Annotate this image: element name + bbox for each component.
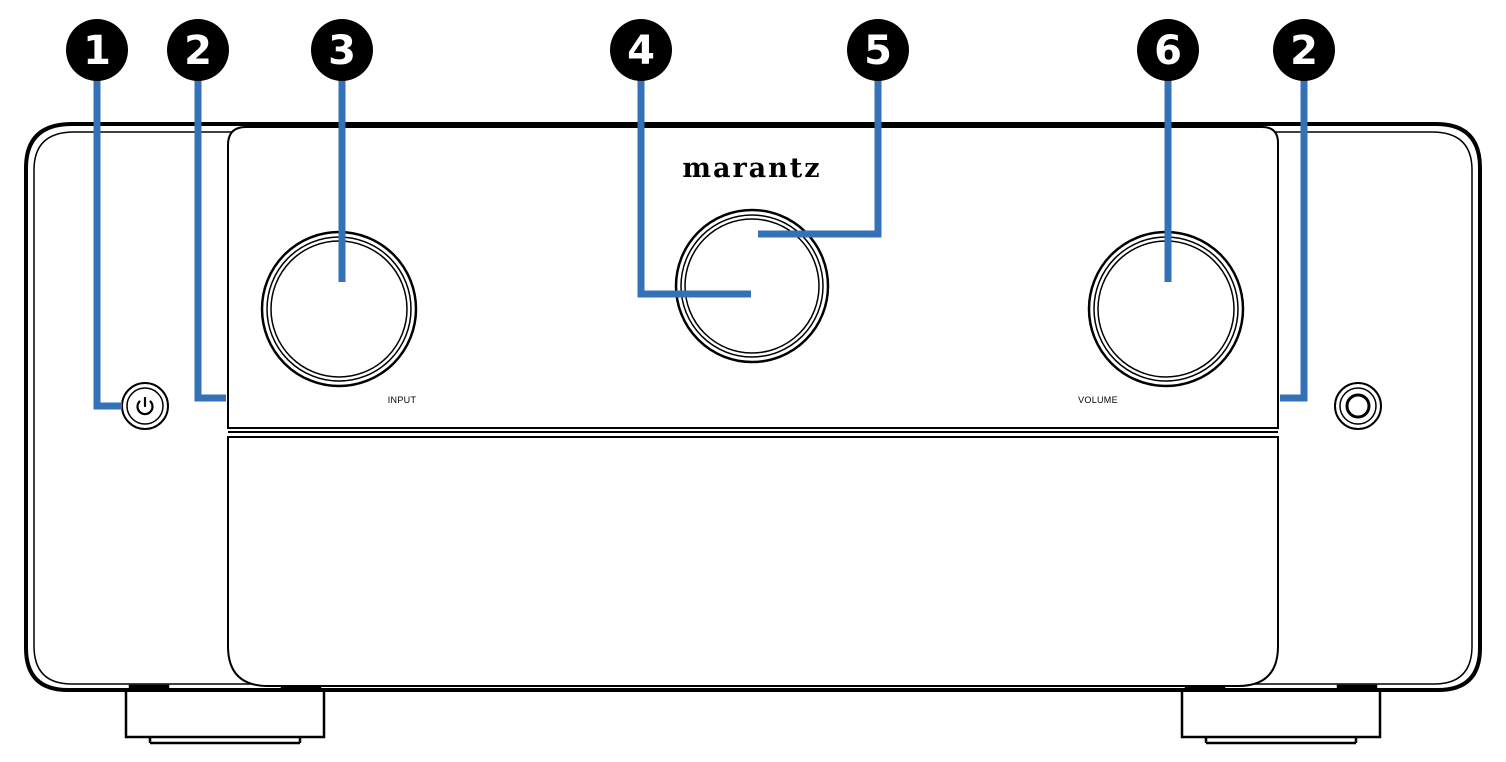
power-icon — [136, 396, 154, 416]
power-button[interactable] — [121, 382, 169, 430]
chassis-inner — [33, 131, 1473, 685]
center-display-ring — [674, 208, 830, 364]
input-label: INPUT — [388, 395, 417, 405]
svg-text:4: 4 — [627, 28, 655, 74]
leader-2-right — [1280, 70, 1308, 402]
callout-4: 4 — [610, 19, 672, 81]
lower-door-panel — [227, 436, 1279, 687]
callout-5: 5 — [847, 19, 909, 81]
right-foot — [1180, 684, 1382, 745]
callout-1: 1 — [66, 19, 128, 81]
svg-text:2: 2 — [184, 28, 212, 74]
leader-lines — [93, 70, 1308, 410]
svg-text:5: 5 — [864, 28, 892, 74]
headphone-jack-icon — [1345, 393, 1371, 419]
chassis-outer — [24, 122, 1482, 692]
callout-3: 3 — [311, 19, 373, 81]
upper-front-panel — [227, 126, 1279, 429]
leader-2-left — [194, 70, 226, 402]
svg-text:3: 3 — [328, 28, 356, 74]
volume-label: VOLUME — [1078, 395, 1118, 405]
headphone-jack[interactable] — [1334, 382, 1382, 430]
callout-2-left: 2 — [167, 19, 229, 81]
callout-2-right: 2 — [1273, 19, 1335, 81]
callout-6: 6 — [1137, 19, 1199, 81]
left-foot — [124, 684, 326, 745]
svg-text:6: 6 — [1154, 28, 1182, 74]
svg-text:1: 1 — [83, 28, 111, 74]
brand-logo: marantz — [682, 153, 821, 184]
leader-4 — [637, 70, 751, 298]
leader-5 — [758, 70, 882, 238]
leader-1 — [93, 70, 122, 410]
svg-text:2: 2 — [1290, 28, 1318, 74]
